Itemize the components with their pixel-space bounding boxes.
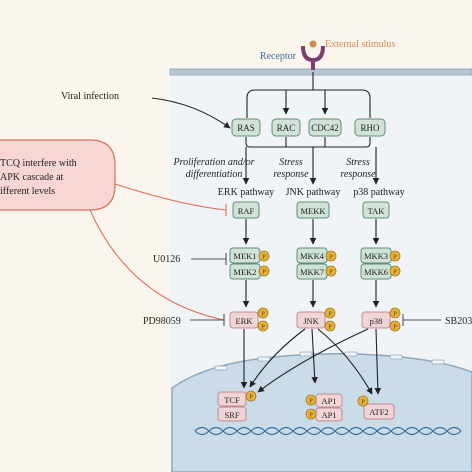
node-tcf: TCF xyxy=(217,391,247,407)
node-mkk3: MKK3 xyxy=(360,247,392,264)
callout-line-2: APK cascade at xyxy=(0,172,64,183)
svg-text:SRF: SRF xyxy=(224,410,239,420)
svg-text:RAS: RAS xyxy=(237,123,255,133)
svg-text:P: P xyxy=(262,254,266,261)
node-erk: ERK xyxy=(229,311,259,329)
stress-label-2-line1: Stress xyxy=(346,157,370,168)
gtpase-bracket xyxy=(245,137,377,154)
node-rac: RAC xyxy=(271,118,301,137)
svg-text:MEKK: MEKK xyxy=(300,206,326,216)
node-mkk6: MKK6 xyxy=(360,263,392,280)
svg-text:AP1: AP1 xyxy=(321,396,336,406)
phospho-labels-targets: P PP P xyxy=(249,394,365,419)
svg-text:P: P xyxy=(328,311,332,318)
phospho-mapk xyxy=(257,307,401,332)
receptor-icon xyxy=(301,40,325,70)
phospho-targets xyxy=(245,390,369,420)
prolif-label-line1: Proliferation and/or xyxy=(172,157,254,168)
receptor-branches xyxy=(246,72,371,118)
nuclear-pores xyxy=(214,351,445,371)
svg-text:RAC: RAC xyxy=(277,123,296,133)
node-mkk4: MKK4 xyxy=(296,247,328,264)
svg-text:P: P xyxy=(329,269,333,276)
svg-text:ERK: ERK xyxy=(236,316,254,326)
node-rho: RHO xyxy=(354,118,386,137)
pd98059-inhibition xyxy=(190,314,225,326)
phospho-labels-mapkk: P P P P P P xyxy=(262,254,397,276)
node-mek2: MEK2 xyxy=(229,263,261,280)
svg-text:RHO: RHO xyxy=(360,123,380,133)
phospho-mkk47 xyxy=(325,250,337,277)
svg-text:RAF: RAF xyxy=(238,206,255,216)
node-srf: SRF xyxy=(217,406,247,422)
svg-text:P: P xyxy=(329,254,333,261)
node-ap1-bottom: AP1 xyxy=(315,407,343,422)
svg-text:MKK3: MKK3 xyxy=(364,251,388,261)
pd98059-label: PD98059 xyxy=(143,316,181,327)
node-p38: p38 xyxy=(361,311,391,329)
viral-infection-arrow xyxy=(151,97,231,129)
svg-text:MKK4: MKK4 xyxy=(300,251,325,261)
external-stimulus-label: External stimulus xyxy=(325,39,395,50)
node-atf2: ATF2 xyxy=(363,403,395,420)
svg-text:TAK: TAK xyxy=(368,206,386,216)
stress-label-1-line1: Stress xyxy=(279,157,303,168)
prolif-label-line2: differentiation xyxy=(186,169,243,180)
svg-text:P: P xyxy=(261,324,265,331)
svg-text:P: P xyxy=(262,269,266,276)
node-tak: TAK xyxy=(362,201,390,219)
svg-text:P: P xyxy=(393,269,397,276)
callout-line-3: ifferent levels xyxy=(0,186,55,197)
svg-text:MEK1: MEK1 xyxy=(233,251,256,261)
svg-text:P: P xyxy=(309,412,313,419)
jnk-pathway-label: JNK pathway xyxy=(286,187,341,198)
node-cdc42: CDC42 xyxy=(308,118,342,137)
stress-label-2-line2: response xyxy=(340,169,376,180)
tcq-callout-box xyxy=(0,139,116,211)
sb203-label: SB203 xyxy=(445,316,472,327)
node-mek1: MEK1 xyxy=(229,247,261,264)
phospho-mek xyxy=(258,250,270,277)
node-ras: RAS xyxy=(231,118,261,137)
svg-text:P: P xyxy=(249,394,253,401)
phospho-labels-mapk: PP PP PP xyxy=(261,311,397,331)
callout-line-1: TCQ interfere with xyxy=(0,158,77,169)
svg-text:p38: p38 xyxy=(370,316,383,326)
svg-text:JNK: JNK xyxy=(303,316,319,326)
svg-text:P: P xyxy=(393,254,397,261)
svg-text:TCF: TCF xyxy=(224,395,240,405)
svg-text:P: P xyxy=(393,311,397,318)
svg-text:MKK7: MKK7 xyxy=(300,267,324,277)
dna-strand xyxy=(194,426,462,436)
svg-text:ATF2: ATF2 xyxy=(369,407,388,417)
node-mkk7: MKK7 xyxy=(296,263,328,280)
viral-infection-label: Viral infection xyxy=(61,91,119,102)
phospho-mkk36 xyxy=(389,250,401,277)
sb203-inhibition xyxy=(402,314,441,326)
mapk-target-arrows xyxy=(240,328,382,395)
node-mekk: MEKK xyxy=(296,201,330,219)
erk-pathway-label: ERK pathway xyxy=(218,187,274,198)
u0126-inhibition xyxy=(191,253,227,265)
node-ap1-top: AP1 xyxy=(315,393,343,408)
node-raf: RAF xyxy=(232,201,260,219)
plasma-membrane xyxy=(169,68,472,76)
node-jnk: JNK xyxy=(296,311,326,329)
p38-pathway-label: p38 pathway xyxy=(353,187,404,198)
svg-text:AP1: AP1 xyxy=(321,410,336,420)
receptor-label: Receptor xyxy=(260,51,297,62)
svg-text:CDC42: CDC42 xyxy=(311,123,339,133)
svg-text:MEK2: MEK2 xyxy=(233,267,256,277)
svg-text:P: P xyxy=(328,324,332,331)
svg-text:P: P xyxy=(393,324,397,331)
stress-label-1-line2: response xyxy=(273,169,309,180)
u0126-label: U0126 xyxy=(153,254,180,265)
svg-text:MKK6: MKK6 xyxy=(364,267,388,277)
svg-text:P: P xyxy=(309,398,313,405)
svg-text:P: P xyxy=(361,399,365,406)
svg-text:P: P xyxy=(261,311,265,318)
